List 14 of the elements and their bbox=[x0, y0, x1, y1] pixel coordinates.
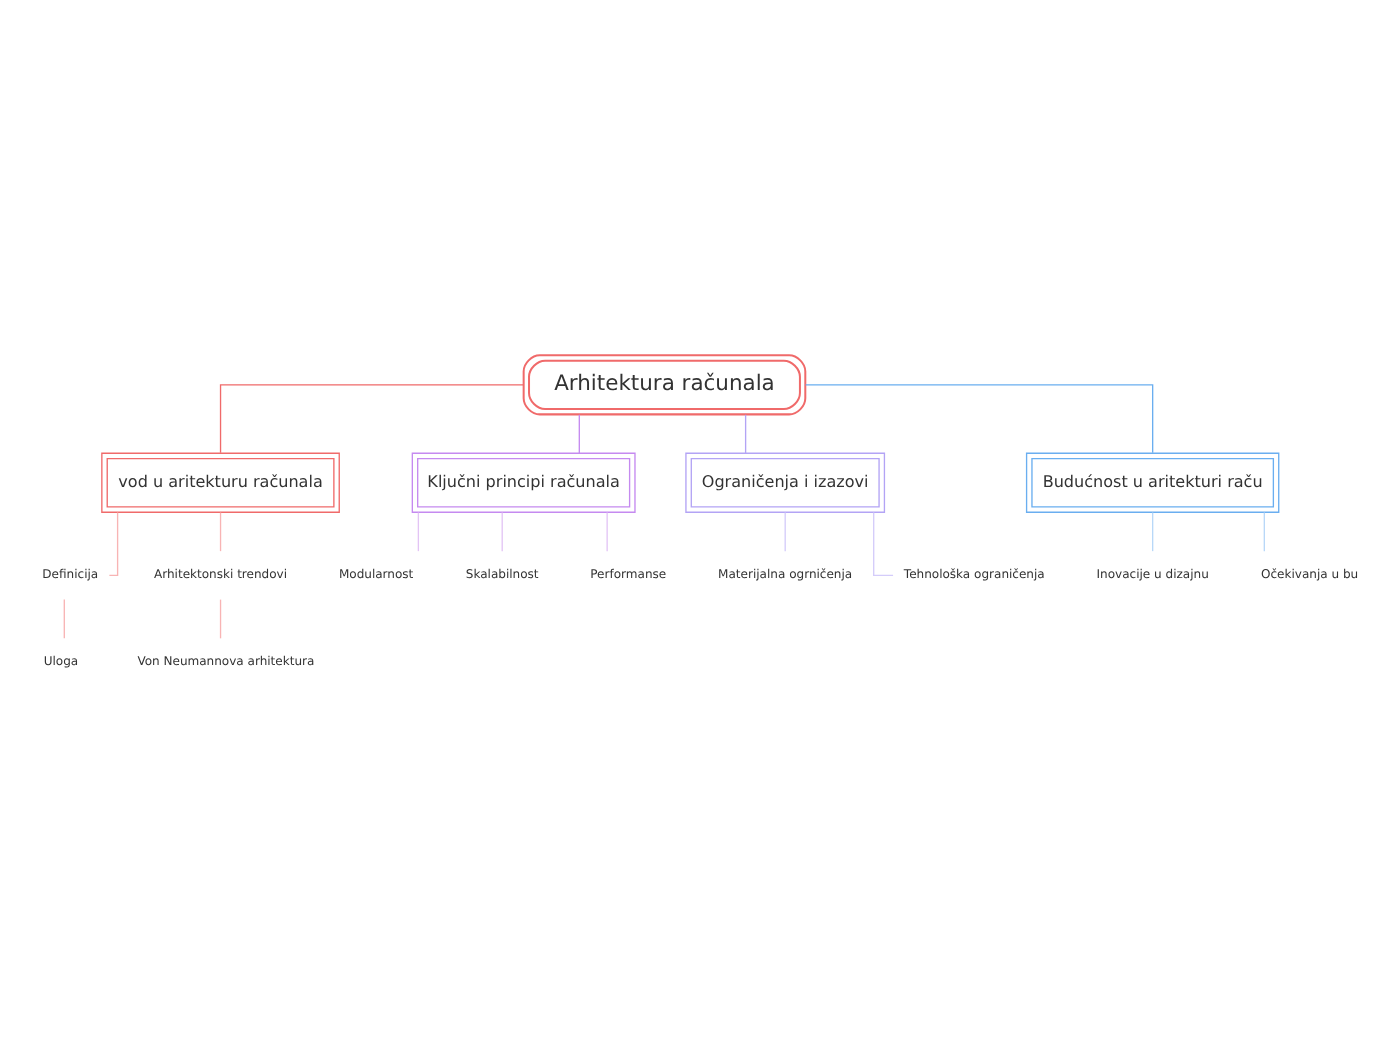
connector bbox=[1263, 510, 1265, 551]
connector bbox=[578, 413, 580, 453]
connector bbox=[784, 510, 786, 551]
connector bbox=[501, 510, 503, 551]
connector bbox=[606, 510, 608, 551]
connector bbox=[744, 413, 747, 453]
connector bbox=[805, 383, 1154, 453]
node-box: Arhitektura računala bbox=[522, 353, 807, 415]
connector bbox=[219, 510, 222, 551]
connector bbox=[417, 510, 420, 551]
connector bbox=[219, 597, 222, 638]
connector bbox=[63, 597, 65, 638]
connector bbox=[219, 383, 525, 453]
connector bbox=[1152, 510, 1154, 551]
